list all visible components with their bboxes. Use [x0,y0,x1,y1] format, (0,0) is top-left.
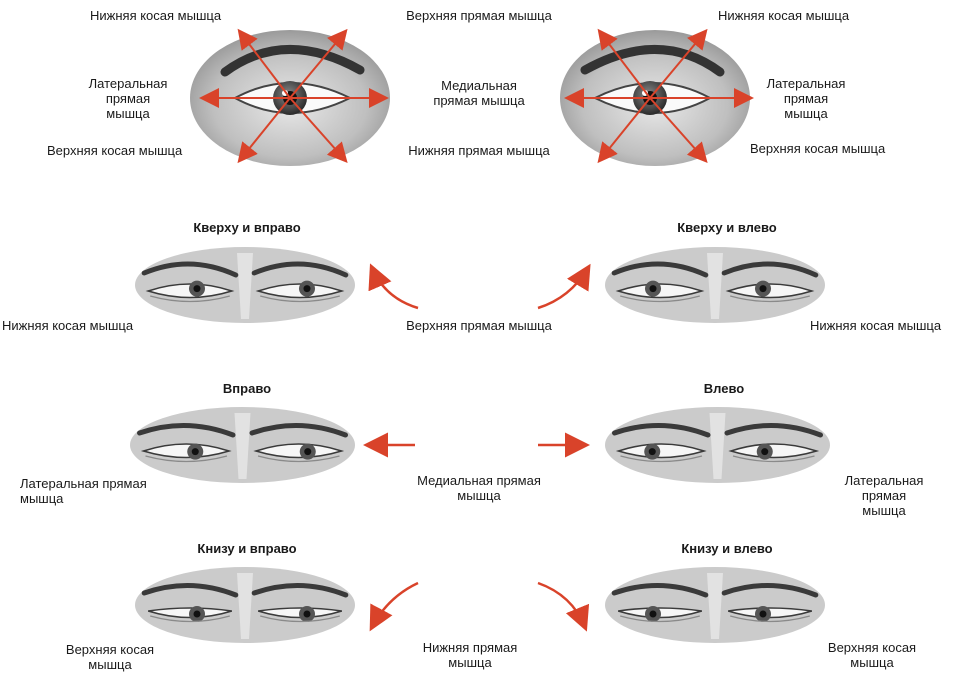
right-pupil [304,448,311,455]
label-row3-center: Нижняя прямая мышца [423,640,518,670]
label-top-center-upper: Верхняя прямая мышца [406,8,552,23]
arrow-up-left [530,258,600,318]
eyes-right [130,405,355,485]
straight-arrow [360,435,420,455]
left-pupil [194,611,201,618]
label-row1-right: Нижняя косая мышца [810,318,941,333]
left-pupil [649,448,656,455]
eye-pair-figure [130,405,355,485]
arrow-down-right [360,575,430,635]
arrow-down-left [530,575,600,635]
eye-pair-figure [135,565,355,645]
left-pupil [650,611,657,618]
label-top-center-middle: Медиальная прямая мышца [433,78,524,108]
eyes-up-left [605,245,825,325]
right-eye-figure [560,20,760,180]
label-row2-right: Латеральная прямая мышца [837,473,932,518]
title-left: Влево [704,381,744,396]
curved-arrow [530,258,600,318]
eye-pair-figure [605,405,830,485]
curved-arrow [360,575,430,635]
left-pupil [192,448,199,455]
eyes-up-right [135,245,355,325]
label-top-right-upper: Нижняя косая мышца [718,8,849,23]
label-top-left-upper: Нижняя косая мышца [90,8,221,23]
right-eye-diagram [560,20,760,180]
left-pupil [650,285,657,292]
label-row2-center: Медиальная прямая мышца [417,473,541,503]
label-top-left-lower: Верхняя косая мышца [47,143,182,158]
right-pupil [760,285,767,292]
arrow-left [535,435,595,455]
right-pupil [760,611,767,618]
left-eye-figure [185,20,400,180]
label-top-left-side: Латеральная прямая мышца [89,76,168,121]
eye-pair-figure [605,245,825,325]
right-pupil [304,285,311,292]
eyes-left [605,405,830,485]
label-top-right-lower: Верхняя косая мышца [750,141,885,156]
left-eye-diagram [185,20,400,180]
title-up-right: Кверху и вправо [193,220,300,235]
label-row2-left: Латеральная прямая мышца [20,476,147,506]
label-top-center-lower: Нижняя прямая мышца [408,143,550,158]
title-right: Вправо [223,381,271,396]
label-row3-right: Верхняя косая мышца [828,640,916,670]
straight-arrow [535,435,595,455]
curved-arrow [360,258,430,318]
eyes-down-right [135,565,355,645]
label-row1-left: Нижняя косая мышца [2,318,133,333]
label-row1-center: Верхняя прямая мышца [406,318,552,333]
title-up-left: Кверху и влево [677,220,777,235]
arrow-right [360,435,420,455]
label-top-right-side: Латеральная прямая мышца [767,76,846,121]
title-down-left: Книзу и влево [681,541,772,556]
arrow-up-right [360,258,430,318]
right-pupil [761,448,768,455]
curved-arrow [530,575,600,635]
eye-pair-figure [135,245,355,325]
eye-pair-figure [605,565,825,645]
right-pupil [304,611,311,618]
left-pupil [194,285,201,292]
title-down-right: Книзу и вправо [197,541,296,556]
label-row3-left: Верхняя косая мышца [66,642,154,672]
eyes-down-left [605,565,825,645]
